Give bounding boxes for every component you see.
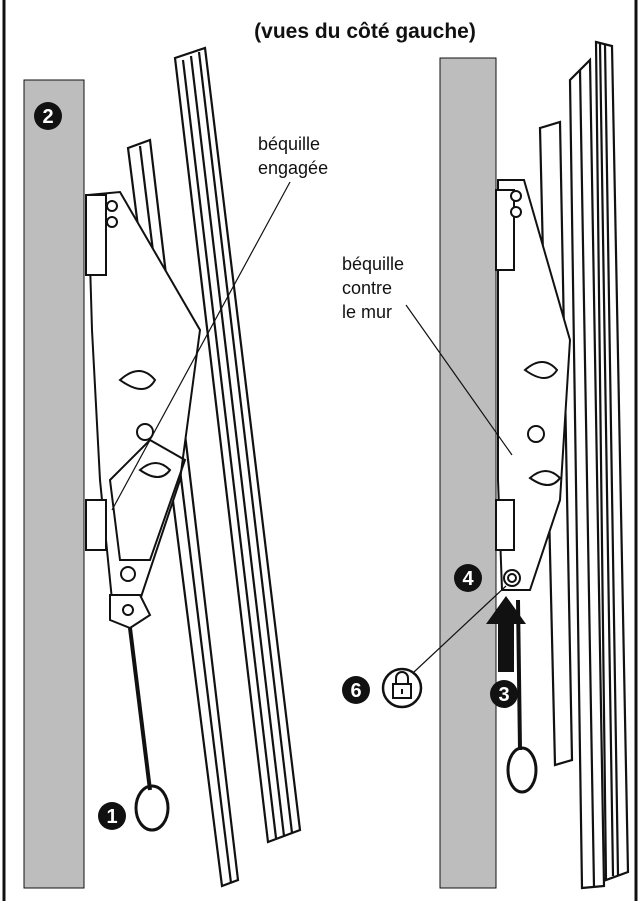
right-callout-line2: contre — [342, 278, 392, 298]
padlock-icon — [381, 667, 423, 709]
svg-text:2: 2 — [42, 106, 53, 128]
lock-callout-leader — [413, 585, 507, 673]
right-bracket — [495, 179, 572, 591]
svg-text:4: 4 — [462, 568, 474, 590]
svg-text:1: 1 — [106, 806, 117, 828]
arrow-up-icon — [486, 596, 526, 672]
badge-4: 4 — [454, 564, 482, 592]
right-callout-line3: le mur — [342, 302, 392, 322]
right-wall — [439, 57, 497, 889]
left-callout-leader — [111, 181, 291, 511]
left-callout-line1: béquille — [258, 134, 320, 154]
left-pull-cord — [128, 627, 170, 832]
badge-2: 2 — [34, 102, 62, 130]
badge-6: 6 — [342, 676, 370, 704]
svg-text:3: 3 — [498, 684, 509, 706]
left-view: béquille engagée 2 1 — [23, 46, 328, 889]
right-callout-line1: béquille — [342, 254, 404, 274]
right-pull-cord — [506, 599, 538, 794]
diagram-title: (vues du côté gauche) — [254, 20, 476, 43]
badge-3: 3 — [490, 680, 518, 708]
right-view: béquille contre le mur 6 4 3 — [342, 40, 630, 890]
right-callout-leader — [405, 304, 513, 456]
left-wall — [23, 79, 85, 889]
left-callout-line2: engagée — [258, 158, 328, 178]
svg-text:6: 6 — [350, 680, 361, 702]
left-bracket — [85, 190, 202, 630]
badge-1: 1 — [98, 802, 126, 830]
